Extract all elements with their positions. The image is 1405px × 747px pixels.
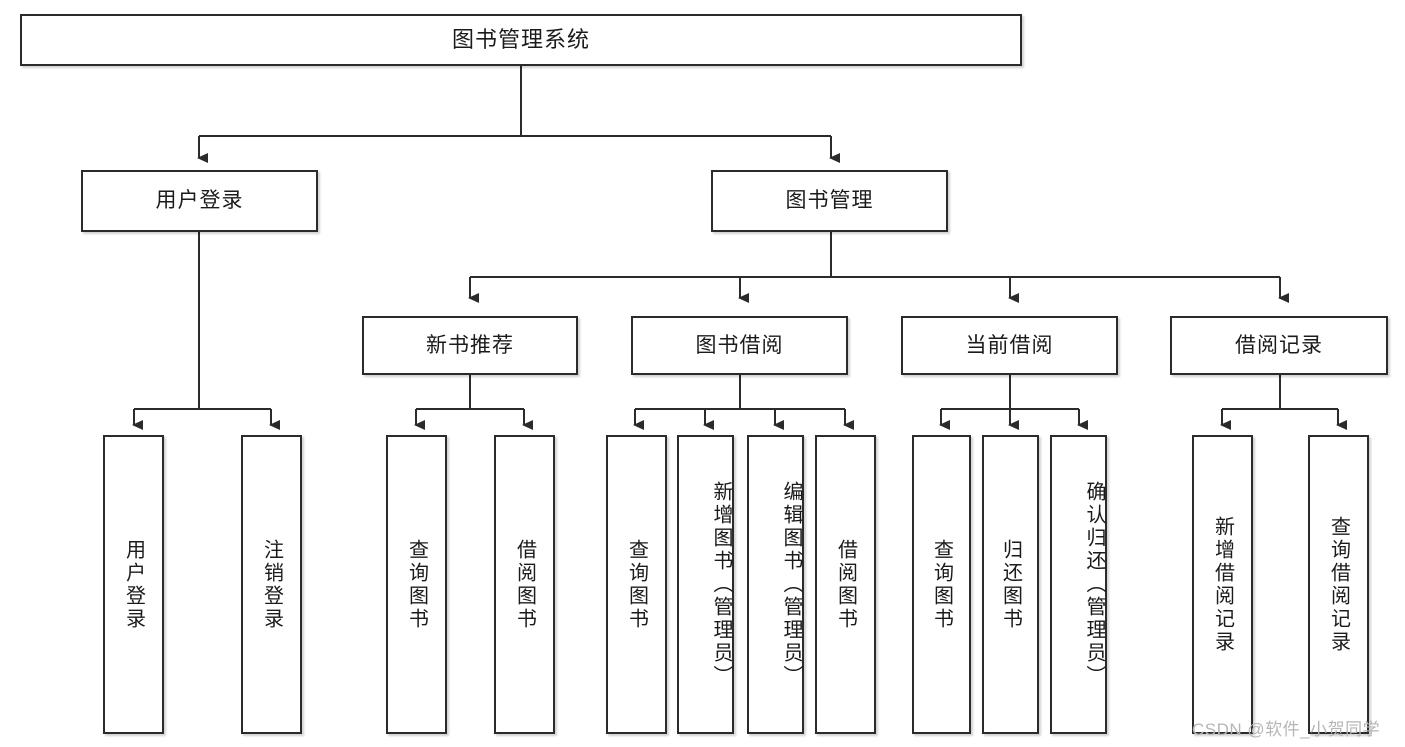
node-label: 用户登录: [122, 538, 145, 631]
node-root-system[interactable]: 图书管理系统: [20, 14, 1022, 66]
node-book-borrow[interactable]: 图书借阅: [631, 316, 848, 375]
csdn-watermark: CSDN @软件_小贺同学: [1192, 720, 1381, 739]
node-label: 注销登录: [260, 538, 283, 631]
node-user-login[interactable]: 用户登录: [81, 170, 318, 232]
node-leaf-add-book-admin[interactable]: 新增图书（管理员）: [677, 435, 734, 734]
node-label: 当前借阅: [965, 333, 1054, 357]
node-leaf-query-book-current[interactable]: 查询图书: [912, 435, 971, 734]
node-label: 用户登录: [155, 189, 244, 213]
node-label: 图书管理系统: [451, 26, 590, 52]
node-label: 确认归还（管理员）: [1083, 481, 1105, 688]
node-leaf-edit-book-admin[interactable]: 编辑图书（管理员）: [747, 435, 804, 734]
node-leaf-query-book[interactable]: 查询图书: [606, 435, 667, 734]
node-current-borrow[interactable]: 当前借阅: [901, 316, 1118, 375]
node-leaf-add-borrow-record[interactable]: 新增借阅记录: [1192, 435, 1253, 734]
node-leaf-confirm-return-admin[interactable]: 确认归还（管理员）: [1050, 435, 1107, 734]
node-new-book-recommend[interactable]: 新书推荐: [362, 316, 578, 375]
node-label: 归还图书: [999, 538, 1022, 631]
node-label: 新增借阅记录: [1211, 515, 1234, 654]
node-leaf-borrow-book[interactable]: 借阅图书: [815, 435, 876, 734]
node-leaf-borrow-book-recommend[interactable]: 借阅图书: [494, 435, 555, 734]
node-label: 借阅图书: [834, 538, 857, 631]
node-label: 借阅记录: [1235, 333, 1323, 357]
node-label: 查询借阅记录: [1327, 515, 1350, 654]
node-label: 查询图书: [405, 538, 428, 631]
node-borrow-records[interactable]: 借阅记录: [1170, 316, 1388, 375]
node-leaf-user-login[interactable]: 用户登录: [103, 435, 164, 734]
node-label: 新书推荐: [426, 333, 514, 357]
node-label: 新增图书（管理员）: [710, 481, 732, 688]
node-leaf-query-borrow-record[interactable]: 查询借阅记录: [1308, 435, 1369, 734]
node-book-management[interactable]: 图书管理: [711, 170, 948, 232]
node-label: 借阅图书: [513, 538, 536, 631]
node-label: 图书借阅: [695, 333, 784, 357]
node-leaf-logout[interactable]: 注销登录: [241, 435, 302, 734]
node-leaf-return-book[interactable]: 归还图书: [982, 435, 1039, 734]
node-label: 图书管理: [785, 189, 874, 213]
node-leaf-query-book-recommend[interactable]: 查询图书: [386, 435, 447, 734]
node-label: 查询图书: [625, 538, 648, 631]
node-label: 编辑图书（管理员）: [780, 481, 802, 688]
node-label: 查询图书: [930, 538, 953, 631]
